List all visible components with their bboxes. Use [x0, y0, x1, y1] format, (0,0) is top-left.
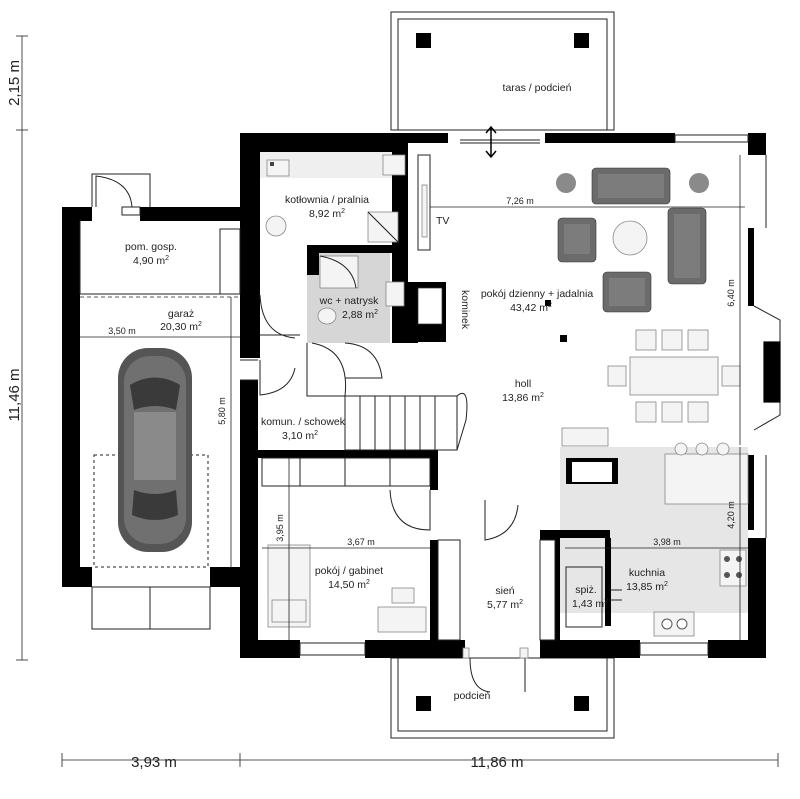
armchair-2-icon: [602, 271, 652, 313]
dim-garage-depth: 5,80 m: [217, 397, 227, 425]
area-spiz: 1,43 m2: [572, 598, 608, 610]
label-garaz: garaż: [168, 308, 194, 320]
armchair-icon: [557, 217, 597, 263]
kitchen-island: [664, 453, 749, 505]
stairs: [344, 392, 468, 451]
label-holl: holl: [515, 378, 531, 390]
area-pokoj-dzienny: 43,42 m2: [510, 302, 552, 314]
sink-icon: [653, 611, 695, 637]
area-kotlownia: 8,92 m2: [309, 208, 345, 220]
label-gabinet: pokój / gabinet: [315, 565, 383, 577]
area-wc: 2,88 m2: [342, 309, 378, 321]
label-komun: komun. / schowek: [261, 416, 346, 428]
wc: [306, 255, 405, 397]
sofa-right-icon: [667, 207, 707, 285]
area-gabinet: 14,50 m2: [328, 579, 370, 591]
dim-living-depth: 6,40 m: [726, 279, 736, 307]
area-pom-gosp: 4,90 m2: [133, 255, 169, 267]
sofa-icon: [591, 167, 671, 205]
dim-kitchen-depth: 4,20 m: [726, 501, 736, 529]
label-pom-gosp: pom. gosp.: [125, 241, 177, 253]
label-tv: TV: [436, 215, 449, 227]
car-icon: [118, 348, 192, 552]
walls: [62, 133, 766, 658]
hall: [437, 500, 556, 693]
porch: [390, 657, 615, 739]
label-wc: wc + natrysk: [319, 295, 379, 307]
dim-office-depth: 3,95 m: [275, 514, 285, 542]
coffee-table: [612, 220, 648, 256]
dim-garage-width: 3,50 m: [108, 326, 136, 336]
label-taras: taras / podcień: [503, 82, 572, 94]
dim-bottom-right: 11,86 m: [470, 754, 523, 771]
label-kuchnia: kuchnia: [629, 567, 665, 579]
area-sien: 5,77 m2: [487, 599, 523, 611]
desk: [377, 606, 427, 633]
label-spiz: spiż.: [575, 584, 597, 596]
dim-bottom-left: 3,93 m: [131, 754, 177, 771]
kitchen: [561, 427, 749, 637]
dim-kitchen-width: 3,98 m: [653, 537, 681, 547]
label-pokoj-dzienny: pokój dzienny + jadalnia: [481, 288, 594, 300]
garage: [80, 293, 258, 630]
area-garaz: 20,30 m2: [160, 321, 202, 333]
utility-room: [79, 173, 241, 295]
area-komun: 3,10 m2: [282, 430, 318, 442]
boiler-room: [259, 154, 406, 339]
area-kuchnia: 13,85 m2: [626, 581, 668, 593]
terrace: [390, 11, 615, 159]
area-holl: 13,86 m2: [502, 392, 544, 404]
dim-office-width: 3,67 m: [347, 537, 375, 547]
label-sien: sień: [495, 585, 514, 597]
plant-2-icon: [689, 173, 709, 193]
office: [261, 457, 431, 633]
dim-top-depth: 2,15 m: [6, 60, 23, 106]
dimension-lines: [16, 35, 779, 767]
plant-icon: [556, 173, 576, 193]
dim-left-depth: 11,46 m: [6, 368, 23, 421]
label-kotlownia: kotłownia / pralnia: [285, 194, 369, 206]
windows: [299, 134, 749, 656]
dim-living-width: 7,26 m: [506, 196, 534, 206]
dining-table: [629, 356, 719, 396]
label-podcien: podcień: [454, 690, 491, 702]
label-kominek: kominek: [459, 290, 471, 330]
